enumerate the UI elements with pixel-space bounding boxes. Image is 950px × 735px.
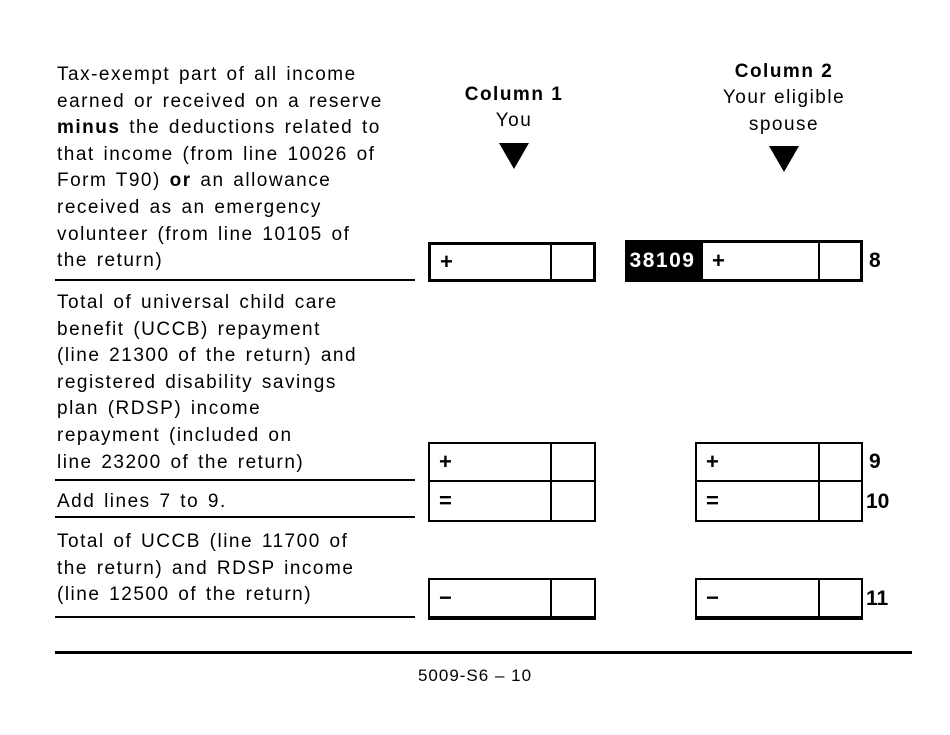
cents-divider <box>550 482 552 520</box>
line9-description: Total of universal child care benefit (UC… <box>57 290 357 476</box>
equals-operator: = <box>439 488 452 513</box>
cents-divider <box>818 482 820 520</box>
column2-header: Column 2 Your eligible spouse <box>694 59 874 172</box>
description-line: Total of universal child care <box>57 292 338 313</box>
column2-subtitle: Your eligible <box>722 87 846 108</box>
column2-down-arrow-icon <box>769 146 799 172</box>
section-divider <box>55 279 415 281</box>
line8-field-code-box: 38109 <box>625 240 700 282</box>
line9-number-label: 9 <box>869 450 881 473</box>
description-line: earned or received on a reserve <box>57 90 383 112</box>
section-divider <box>55 516 415 518</box>
footer-rule <box>55 651 912 654</box>
line11-description: Total of UCCB (line 11700 of the return) … <box>57 529 354 609</box>
line10-description: Add lines 7 to 9. <box>57 489 227 516</box>
minus-operator: − <box>706 585 719 610</box>
description-line: minus the deductions related to <box>57 117 381 139</box>
cents-divider <box>550 444 552 480</box>
section-divider <box>55 616 415 618</box>
line8-number-label: 8 <box>869 249 881 272</box>
description-line: volunteer (from line 10105 of <box>57 223 351 245</box>
description-line: Add lines 7 to 9. <box>57 491 227 512</box>
line9-col2-amount-box[interactable]: + <box>695 442 863 482</box>
description-line: Total of UCCB (line 11700 of <box>57 531 349 552</box>
cents-divider <box>550 580 552 616</box>
description-line: (line 21300 of the return) and <box>57 345 358 367</box>
description-line: the return) <box>57 250 164 272</box>
line8-col2-amount-box[interactable]: + <box>700 240 863 282</box>
plus-operator: + <box>706 449 719 474</box>
description-line: (line 12500 of the return) <box>57 584 313 606</box>
line10-number-label: 10 <box>866 490 890 513</box>
cents-divider <box>550 245 552 279</box>
line11-number-label: 11 <box>866 587 889 610</box>
description-line: received as an emergency <box>57 196 322 218</box>
column2-subtitle: spouse <box>748 113 820 135</box>
description-line: plan (RDSP) income <box>57 398 262 420</box>
line8-col1-amount-box[interactable]: + <box>428 242 596 282</box>
column1-down-arrow-icon <box>499 142 529 169</box>
line10-col2-amount-box[interactable]: = <box>695 480 863 522</box>
column2-title: Column 2 <box>734 61 834 82</box>
cents-divider <box>818 444 820 480</box>
plus-operator: + <box>439 449 452 474</box>
footer-page-code: 5009-S6 – 10 <box>417 666 533 685</box>
description-line: repayment (included on <box>57 424 293 446</box>
line11-col2-amount-box[interactable]: − <box>695 578 863 620</box>
line9-col1-amount-box[interactable]: + <box>428 442 596 482</box>
plus-operator: + <box>440 249 453 274</box>
column1-header: Column 1 You <box>424 82 604 169</box>
description-line: Tax-exempt part of all income <box>57 64 357 85</box>
plus-operator: + <box>712 248 725 273</box>
line8-description: Tax-exempt part of all income earned or r… <box>57 62 383 275</box>
section-divider <box>55 479 415 481</box>
column1-title: Column 1 <box>464 84 564 105</box>
column1-subtitle: You <box>495 110 533 131</box>
description-line: Form T90) or an allowance <box>57 170 332 192</box>
description-line: registered disability savings <box>57 371 337 393</box>
cents-divider <box>818 580 820 616</box>
equals-operator: = <box>706 488 719 513</box>
line10-col1-amount-box[interactable]: = <box>428 480 596 522</box>
minus-operator: − <box>439 585 452 610</box>
description-line: benefit (UCCB) repayment <box>57 318 321 340</box>
line11-col1-amount-box[interactable]: − <box>428 578 596 620</box>
description-line: that income (from line 10026 of <box>57 143 376 165</box>
cents-divider <box>818 243 820 279</box>
description-line: line 23200 of the return) <box>57 451 305 473</box>
description-line: the return) and RDSP income <box>57 557 355 579</box>
